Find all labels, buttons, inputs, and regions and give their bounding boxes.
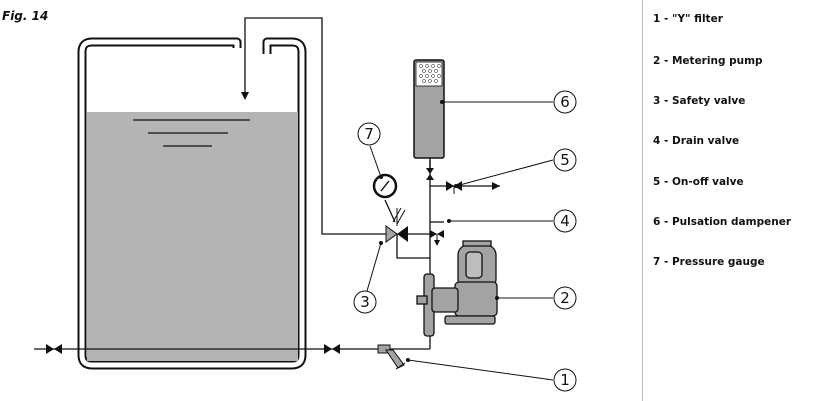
pulsation-dampener — [413, 59, 445, 168]
legend-item-pressure-gauge: 7 - Pressure gauge — [653, 256, 765, 268]
drain-valve — [430, 221, 444, 246]
callout-1-label: 1 — [560, 371, 570, 389]
system-diagram: Fig. 14 — [2, 9, 577, 392]
legend-item-metering-pump: 2 - Metering pump — [653, 55, 763, 67]
legend-item-pulsation-dampener: 6 - Pulsation dampener — [653, 216, 791, 228]
callout-2-label: 2 — [560, 289, 570, 307]
callout-3: 3 — [353, 290, 377, 314]
callout-6-label: 6 — [560, 93, 570, 111]
legend-item-y-filter: 1 - "Y" filter — [653, 13, 723, 25]
tank — [77, 37, 307, 370]
inlet-valve-left — [46, 344, 62, 354]
y-filter — [377, 344, 406, 370]
callout-5: 5 — [553, 148, 577, 172]
dampener-isolation-valve — [426, 168, 434, 180]
on-off-valve — [430, 181, 500, 194]
legend-item-on-off-valve: 5 - On-off valve — [653, 176, 744, 188]
callout-3-label: 3 — [360, 293, 370, 311]
legend-item-drain-valve: 4 - Drain valve — [653, 135, 740, 147]
pressure-gauge — [372, 173, 398, 223]
metering-pump — [416, 240, 498, 337]
callout-1: 1 — [553, 368, 577, 392]
return-arrow — [241, 92, 249, 100]
callout-4-label: 4 — [560, 212, 570, 230]
callout-7-label: 7 — [364, 125, 374, 143]
legend-panel: 1 - "Y" filter 2 - Metering pump 3 - Saf… — [642, 0, 833, 401]
callout-6: 6 — [553, 90, 577, 114]
figure-label: Fig. 14 — [2, 9, 48, 23]
callout-4: 4 — [553, 209, 577, 233]
callout-2: 2 — [553, 286, 577, 310]
leader-lines — [366, 101, 554, 381]
legend-item-safety-valve: 3 - Safety valve — [653, 95, 746, 107]
inlet-valve-right — [324, 344, 340, 354]
leader-dots — [379, 100, 499, 362]
safety-valve — [385, 207, 430, 259]
tank-liquid — [87, 112, 298, 361]
callout-5-label: 5 — [560, 151, 570, 169]
callout-7: 7 — [357, 122, 381, 146]
return-line — [244, 17, 386, 235]
